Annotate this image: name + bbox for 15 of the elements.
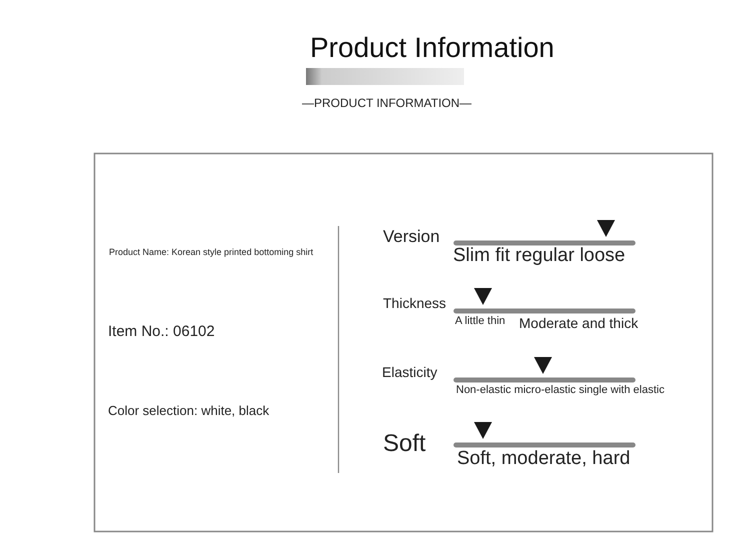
- product-name: Product Name: Korean style printed bottoming shirt: [109, 247, 314, 258]
- title: Product Information: [310, 32, 554, 64]
- item-number: Item No.: 06102: [108, 323, 215, 340]
- subtitle: —PRODUCT INFORMATION—: [302, 97, 472, 111]
- attribute-label: Soft: [383, 430, 426, 458]
- attribute-label: Version: [383, 227, 440, 247]
- scale-label: Moderate and thick: [519, 315, 638, 332]
- attribute-label: Elasticity: [382, 364, 438, 380]
- attribute-label: Thickness: [383, 295, 446, 312]
- gradient-bar: [306, 68, 464, 85]
- scale-labels: Soft, moderate, hard: [457, 448, 630, 470]
- scale-labels: Non-elastic micro-elastic single with elastic: [456, 384, 664, 397]
- scale-label: A little thin: [455, 315, 506, 328]
- scale-labels: Slim fit regular loose: [453, 245, 626, 267]
- color-selection: Color selection: white, black: [108, 404, 270, 419]
